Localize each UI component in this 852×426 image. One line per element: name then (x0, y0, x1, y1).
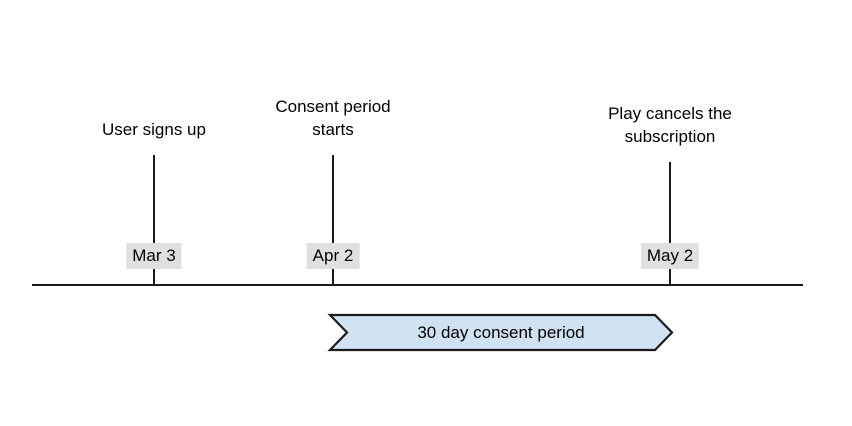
event-tick-line (669, 162, 671, 284)
event-tick-line (332, 155, 334, 284)
event-title: Play cancels the subscription (608, 104, 732, 146)
event-date-label: Apr 2 (306, 243, 360, 269)
event-date-label: Mar 3 (126, 243, 182, 269)
event-title: Consent period starts (275, 97, 391, 139)
chevron-banner-shape (327, 313, 674, 352)
consent-period-banner: 30 day consent period (327, 313, 674, 352)
event-tick-line (153, 155, 155, 284)
event-date-label: May 2 (640, 243, 700, 269)
timeline-axis (32, 284, 803, 286)
event-title: User signs up (102, 120, 206, 139)
